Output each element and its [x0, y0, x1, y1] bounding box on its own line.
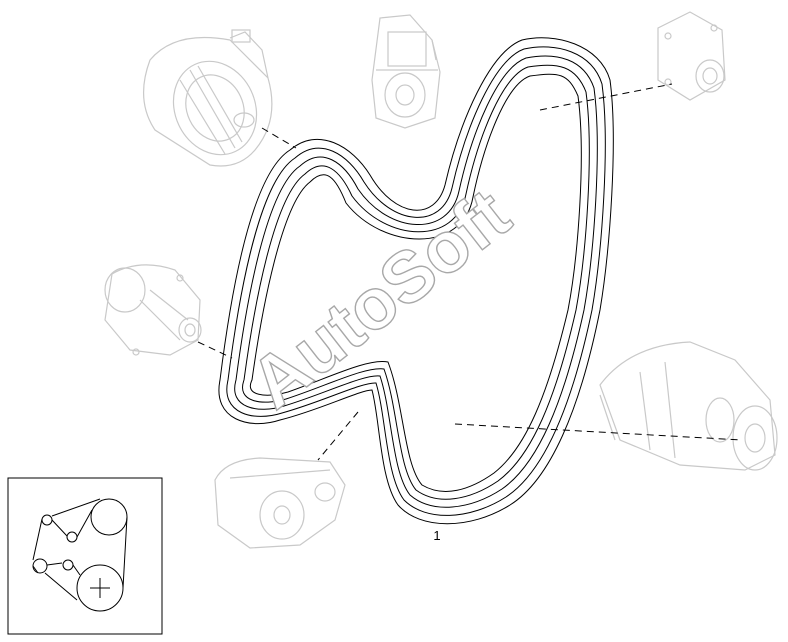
- inset-belt-path: [32, 498, 128, 601]
- belt-tensioner-icon: [214, 457, 346, 549]
- routing-inset: [7, 477, 163, 635]
- alternator-icon: [142, 29, 273, 167]
- part-callout-label: 1: [433, 528, 440, 543]
- inset-frame: [7, 477, 163, 635]
- tensioner-bracket-icon: [371, 14, 441, 129]
- leader-lines: [197, 83, 743, 461]
- crankshaft-pulley-icon: [599, 341, 778, 471]
- serpentine-belt: [218, 37, 614, 525]
- water-pump-icon: [104, 264, 202, 356]
- idler-pulley-icon: [657, 11, 726, 101]
